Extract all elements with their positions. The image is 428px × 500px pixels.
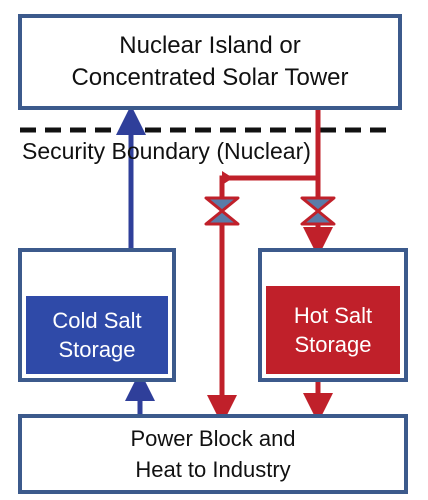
reactor-box: Nuclear Island or Concentrated Solar Tow…	[18, 14, 402, 110]
power-block-box: Power Block and Heat to Industry	[18, 414, 408, 494]
hot-storage-tank: Hot Salt Storage	[258, 248, 408, 382]
cold-storage-tank: Cold Salt Storage	[18, 248, 176, 382]
power-block-label: Power Block and Heat to Industry	[130, 426, 296, 482]
hot-storage-label: Hot Salt Storage	[293, 303, 373, 357]
supply-valve-icon	[300, 196, 336, 226]
reactor-label: Nuclear Island or Concentrated Solar Tow…	[71, 32, 349, 91]
bypass-branch-arrowhead	[222, 171, 233, 185]
cold-storage-label: Cold Salt Storage	[52, 308, 142, 362]
hot-storage-fill: Hot Salt Storage	[266, 286, 400, 374]
security-boundary-label: Security Boundary (Nuclear)	[22, 138, 311, 164]
bypass-valve-icon	[204, 196, 240, 226]
cold-storage-fill: Cold Salt Storage	[26, 296, 168, 374]
